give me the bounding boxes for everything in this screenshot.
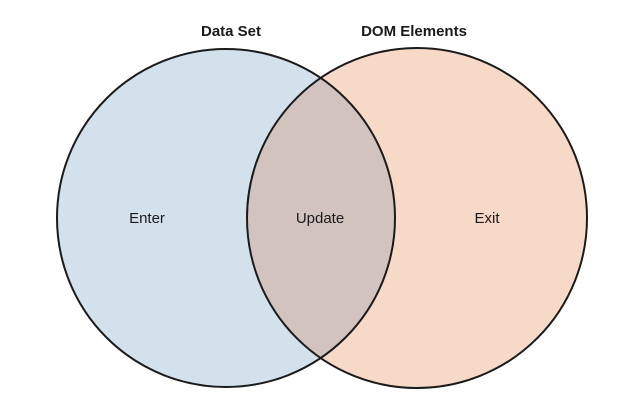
region-label-exit: Exit (474, 210, 500, 227)
region-label-update: Update (296, 210, 344, 227)
left-set-title: Data Set (201, 23, 261, 40)
region-label-enter: Enter (129, 210, 165, 227)
data-set-circle-outline (56, 48, 396, 388)
intersection-region (247, 78, 395, 358)
dom-elements-circle-outline (246, 47, 588, 389)
right-set-title: DOM Elements (361, 23, 467, 40)
